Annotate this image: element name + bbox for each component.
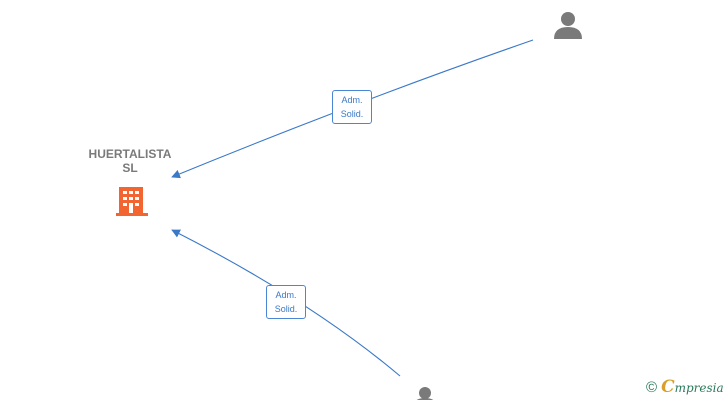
company-name-line1: HUERTALISTA (88, 147, 172, 161)
footer-brand[interactable]: © Cmpresia (646, 377, 728, 397)
edge-label-top[interactable]: Adm. Solid. (332, 90, 372, 124)
company-name-line2: SL (122, 161, 138, 175)
edge-label-role: Adm. (341, 95, 363, 105)
edge-label-bottom[interactable]: Adm. Solid. (266, 285, 306, 319)
person-icon[interactable] (554, 12, 582, 39)
company-name[interactable]: HUERTALISTA SL (76, 147, 184, 175)
building-icon[interactable] (116, 187, 148, 216)
brand-logo: Cmpresia (661, 377, 724, 397)
edge-label-role-type: Solid. (274, 304, 298, 314)
edge-label-role: Adm. (275, 290, 297, 300)
copyright-icon: © (646, 378, 658, 396)
person-icon[interactable] (413, 387, 437, 400)
edge-label-role-type: Solid. (340, 109, 364, 119)
